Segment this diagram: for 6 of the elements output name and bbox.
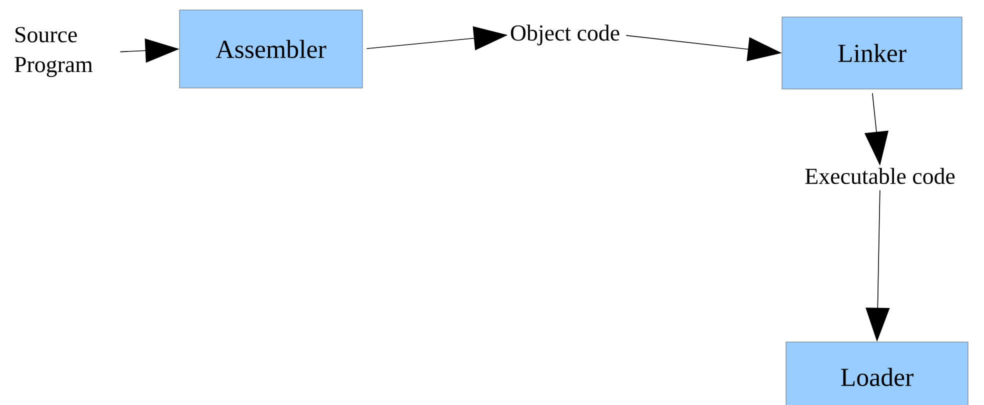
text-label: Object code <box>510 24 620 46</box>
text-label: Executable code <box>805 168 955 184</box>
text-label: Source Program <box>14 27 93 77</box>
process-box: Loader <box>786 342 968 405</box>
process-box: Assembler <box>179 10 363 88</box>
process-box: Linker <box>782 16 962 90</box>
